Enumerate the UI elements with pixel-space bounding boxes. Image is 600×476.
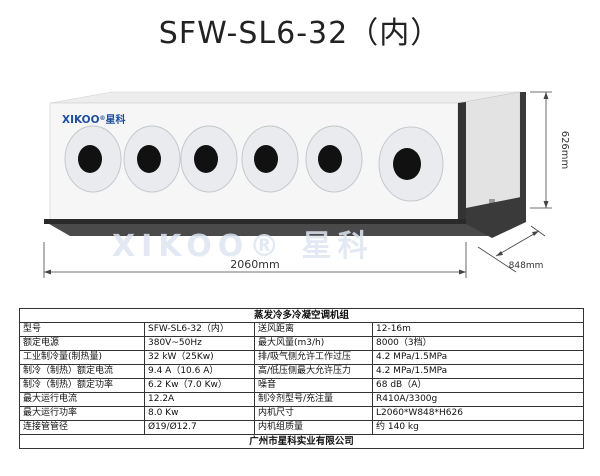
unit-side-frame [458,102,466,222]
air-outlet [123,125,181,193]
depth-dimension [477,225,546,273]
spec-value: 6.2 Kw（7.0 Kw） [144,378,255,393]
spec-table-header-row: 蒸发冷多冷凝空调机组 [18,308,585,323]
unit-base-rail [44,221,492,236]
table-row: 最大运行电流 12.2A 制冷剂型号/充注量 R410A/3300g [19,392,585,407]
company-name: 广州市星科实业有限公司 [18,434,585,449]
spec-value: R410A/3300g [371,392,585,407]
spec-value: 68 dB（A） [371,378,585,393]
spec-table-header: 蒸发冷多冷凝空调机组 [18,308,585,323]
spec-label: 送风距离 [254,322,373,337]
spec-value: L2060*W848*H626 [371,406,585,421]
table-row: 额定电源 380V~50Hz 最大风量(m3/h) 8000（3档） [19,336,585,351]
spec-label: 排/吸气侧允许工作过压 [254,350,373,365]
spec-value: 9.4 A（10.6 A） [144,364,255,379]
air-outlet [378,126,444,202]
depth-label: 848mm [509,261,544,271]
unit-drawing: XIKOO®星科 XIKOO® 星科 626mm 2060mm 848mm [43,91,570,278]
air-outlet [180,125,238,193]
width-dimension [43,242,467,278]
unit-back-frame [520,92,526,210]
spec-table: 蒸发冷多冷凝空调机组 型号 SFW-SL6-32（内） 送风距离 12-16m … [18,308,585,449]
table-row: 最大运行功率 8.0 Kw 内机尺寸 L2060*W848*H626 [19,406,585,421]
spec-label: 制冷剂型号/充注量 [254,392,373,407]
spec-label: 工业制冷量(制热量) [19,350,145,365]
brand-logo: XIKOO®星科 [62,113,126,126]
air-outlets [64,125,444,202]
spec-value: 12-16m [371,322,585,337]
table-row: 连接管管径 Ø19/Ø12.7 内机组质量 约 140 kg [19,420,585,435]
spec-value: 8000（3档） [371,336,585,351]
spec-label: 内机组质量 [254,420,373,435]
spec-label: 最大运行功率 [19,406,145,421]
unit-base-side [466,196,526,238]
spec-value: 32 kW（25Kw) [144,350,255,365]
spec-table-footer-row: 广州市星科实业有限公司 [18,434,585,449]
spec-value: 约 140 kg [371,420,585,435]
table-row: 工业制冷量(制热量) 32 kW（25Kw) 排/吸气侧允许工作过压 4.2 M… [19,350,585,365]
table-row: 型号 SFW-SL6-32（内） 送风距离 12-16m [19,322,585,337]
spec-label: 连接管管径 [19,420,145,435]
spec-label: 型号 [19,322,145,337]
spec-label: 高/低压侧最大允许压力 [254,364,373,379]
width-label: 2060mm [230,258,279,271]
air-outlet [305,125,363,193]
unit-base-lip [44,219,466,224]
height-label: 626mm [559,131,570,170]
air-outlet [64,125,122,193]
height-dimension [530,91,552,209]
spec-value: 380V~50Hz [144,336,255,351]
air-outlet [241,125,299,193]
spec-label: 最大运行电流 [19,392,145,407]
spec-value: 4.2 MPa/1.5MPa [371,364,585,379]
spec-value: 12.2A [144,392,255,407]
spec-label: 额定电源 [19,336,145,351]
spec-value: 8.0 Kw [144,406,255,421]
spec-label: 制冷（制热）额定功率 [19,378,145,393]
spec-label: 噪音 [254,378,373,393]
page-title: SFW-SL6-32（内） [158,16,442,51]
spec-label: 内机尺寸 [254,406,373,421]
spec-value: SFW-SL6-32（内） [144,322,255,337]
spec-label: 制冷（制热）额定电流 [19,364,145,379]
spec-value: 4.2 MPa/1.5MPa [371,350,585,365]
spec-value: Ø19/Ø12.7 [144,420,255,435]
table-row: 制冷（制热）额定电流 9.4 A（10.6 A） 高/低压侧最大允许压力 4.2… [19,364,585,379]
spec-label: 最大风量(m3/h) [254,336,373,351]
table-row: 制冷（制热）额定功率 6.2 Kw（7.0 Kw） 噪音 68 dB（A） [19,378,585,393]
watermark: XIKOO® 星科 [112,229,374,264]
unit-top-face [49,91,521,104]
